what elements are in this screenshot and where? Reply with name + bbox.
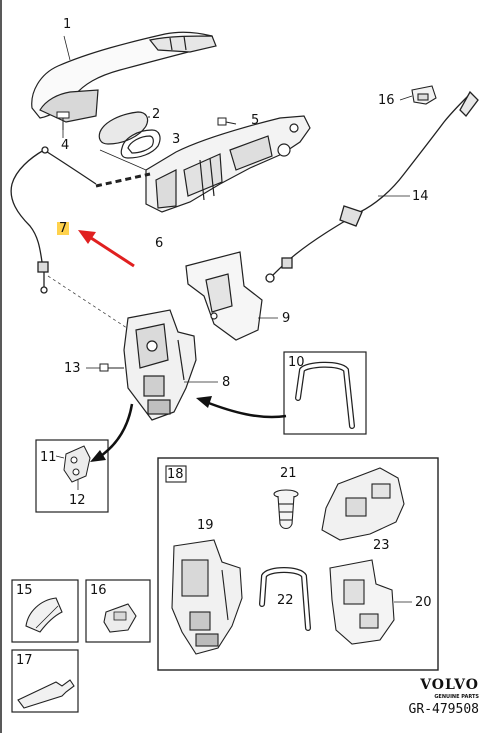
screw-part-13 <box>99 363 124 372</box>
callout-3: 3 <box>172 132 181 147</box>
callout-14: 14 <box>412 189 429 204</box>
clip-part-16 <box>411 85 437 105</box>
detail-box-15 <box>11 579 79 643</box>
lock-part-19 <box>171 539 243 655</box>
cable-part-7 <box>10 146 97 294</box>
cover-part-2 <box>98 111 149 145</box>
detail-box-16 <box>85 579 151 643</box>
callout-9: 9 <box>282 311 291 326</box>
callout-13: 13 <box>64 361 81 376</box>
callout-22: 22 <box>277 593 294 608</box>
callout-21: 21 <box>280 466 297 481</box>
callout-4: 4 <box>61 138 70 153</box>
callout-8: 8 <box>222 375 231 390</box>
door-lock-part-8 <box>123 309 197 421</box>
callout-20: 20 <box>415 595 432 610</box>
curved-arrow-10-to-8 <box>196 396 287 419</box>
bracket-part-9 <box>185 251 263 341</box>
bracket-part-20 <box>329 559 395 645</box>
highlight-arrow <box>78 230 135 268</box>
callout-7-highlighted: 7 <box>57 221 70 236</box>
curved-arrow-8-to-11 <box>90 403 134 462</box>
brand-tagline: GENUINE PARTS <box>434 694 479 700</box>
screw-part-4 <box>56 111 70 130</box>
screw-part-5 <box>217 117 237 126</box>
handle-carrier-part-6 <box>145 115 311 213</box>
callout-11: 11 <box>40 450 57 465</box>
gasket-part-3 <box>120 129 161 159</box>
callout-2: 2 <box>152 107 161 122</box>
detail-box-11-12 <box>35 439 109 513</box>
brand-logo: VOLVO <box>420 677 479 693</box>
callout-1: 1 <box>63 17 72 32</box>
callout-12: 12 <box>69 493 86 508</box>
callout-6: 6 <box>155 236 164 251</box>
callout-5: 5 <box>251 113 260 128</box>
seal-part-22 <box>259 567 311 631</box>
brand-block: VOLVO GENUINE PARTS GR-479508 <box>409 677 479 717</box>
bracket-part-23 <box>321 467 405 541</box>
callout-16-box: 16 <box>90 583 107 598</box>
callout-16: 16 <box>378 93 395 108</box>
outer-handle-part <box>31 31 217 123</box>
callout-23: 23 <box>373 538 390 553</box>
callout-18: 18 <box>167 467 184 482</box>
plug-part-21 <box>273 489 299 530</box>
callout-10: 10 <box>288 355 305 370</box>
cable-part-14 <box>265 90 479 283</box>
detail-box-17 <box>11 649 79 713</box>
diagram-code: GR-479508 <box>408 702 479 717</box>
callout-17: 17 <box>16 653 33 668</box>
callout-19: 19 <box>197 518 214 533</box>
callout-15: 15 <box>16 583 33 598</box>
detail-box-10 <box>283 351 367 435</box>
